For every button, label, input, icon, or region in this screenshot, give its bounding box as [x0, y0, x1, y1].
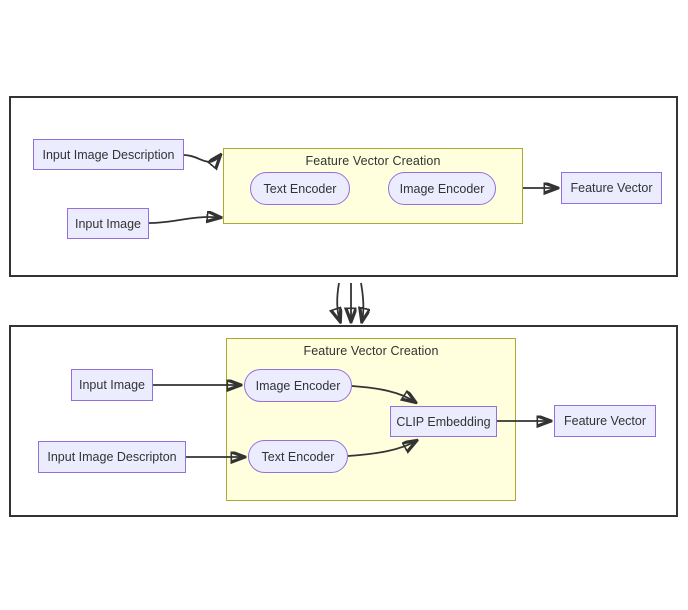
- top-text-encoder-node[interactable]: Text Encoder: [250, 172, 350, 205]
- bottom-input-image-description-node[interactable]: Input Image Descripton: [38, 441, 186, 473]
- top-input-image-description-label: Input Image Description: [42, 147, 175, 162]
- bottom-input-image-label: Input Image: [78, 378, 145, 392]
- top-image-encoder-node[interactable]: Image Encoder: [388, 172, 496, 205]
- bottom-feature-vector-creation-group: Feature Vector Creation: [226, 338, 516, 501]
- top-image-encoder-label: Image Encoder: [399, 181, 485, 196]
- bottom-input-image-node[interactable]: Input Image: [71, 369, 153, 401]
- top-group-title: Feature Vector Creation: [305, 154, 441, 168]
- bottom-group-title: Feature Vector Creation: [303, 344, 439, 358]
- bottom-text-encoder-node[interactable]: Text Encoder: [248, 440, 348, 473]
- top-feature-vector-label: Feature Vector: [570, 181, 653, 195]
- top-input-image-label: Input Image: [74, 216, 141, 231]
- bottom-image-encoder-label: Image Encoder: [255, 378, 341, 393]
- top-input-image-node[interactable]: Input Image: [67, 208, 149, 239]
- bottom-feature-vector-label: Feature Vector: [564, 414, 646, 428]
- top-text-encoder-label: Text Encoder: [263, 181, 337, 196]
- bottom-image-encoder-node[interactable]: Image Encoder: [244, 369, 352, 402]
- connector-arrow-1: [337, 282, 340, 321]
- connector-arrow-3: [361, 282, 363, 321]
- top-input-image-description-node[interactable]: Input Image Description: [33, 139, 184, 170]
- top-feature-vector-node[interactable]: Feature Vector: [561, 172, 662, 204]
- bottom-text-encoder-label: Text Encoder: [261, 449, 335, 464]
- bottom-clip-embedding-node[interactable]: CLIP Embedding: [390, 406, 497, 437]
- bottom-input-image-description-label: Input Image Descripton: [47, 450, 177, 464]
- bottom-clip-embedding-label: CLIP Embedding: [396, 414, 491, 429]
- bottom-feature-vector-node[interactable]: Feature Vector: [554, 405, 656, 437]
